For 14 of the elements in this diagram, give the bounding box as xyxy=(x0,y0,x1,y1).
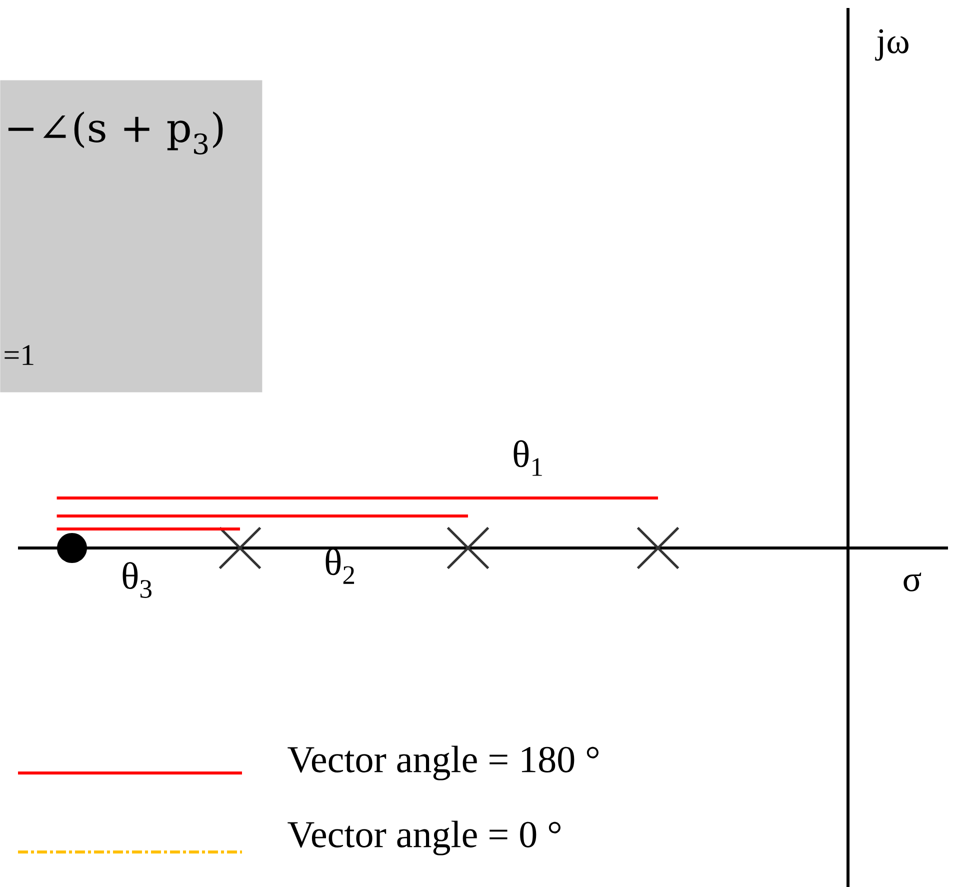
test-point-dot xyxy=(57,533,87,563)
pole-cross xyxy=(218,526,262,570)
axis-label: σ xyxy=(904,572,922,592)
angle-label: θ$_{2}$ xyxy=(326,548,354,584)
pole-cross xyxy=(636,526,680,570)
formula-text: =1 xyxy=(4,345,34,365)
legend-text: Vector angle = 180 ° xyxy=(288,746,598,780)
pole-cross xyxy=(446,526,490,570)
formula-panel xyxy=(0,80,262,392)
legend-text: Vector angle = 0 ° xyxy=(288,820,560,856)
axis-label: jω xyxy=(875,29,908,61)
angle-label: θ$_{1}$ xyxy=(514,440,542,476)
formula-text: −∠(s + p$_{3}$) xyxy=(8,112,223,154)
angle-label: θ$_{3}$ xyxy=(122,562,152,598)
